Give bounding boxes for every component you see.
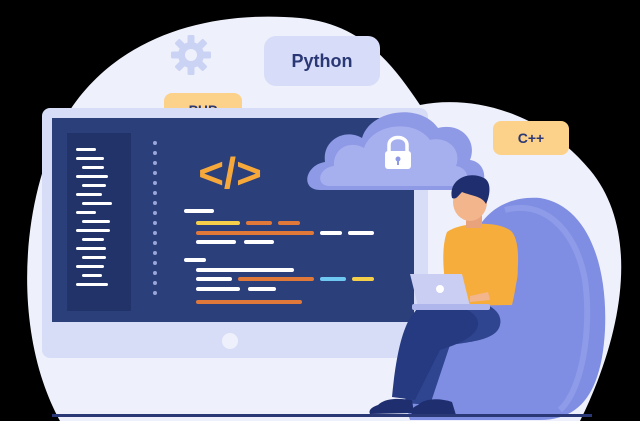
code-lines bbox=[184, 209, 374, 304]
python-tag: Python bbox=[264, 36, 380, 86]
monitor-power-button bbox=[222, 333, 238, 349]
code-symbol: </> bbox=[198, 149, 262, 198]
floor-line bbox=[52, 414, 592, 417]
cpp-label: C++ bbox=[518, 130, 544, 146]
lock-icon bbox=[385, 135, 411, 169]
gear-icon bbox=[171, 35, 211, 75]
python-label: Python bbox=[292, 51, 353, 71]
code-sidebar-panel bbox=[67, 133, 131, 311]
apple-icon bbox=[436, 285, 444, 293]
line-number-dots bbox=[153, 141, 157, 295]
cpp-tag: C++ bbox=[493, 121, 569, 155]
bean-bag-chair bbox=[408, 197, 606, 420]
